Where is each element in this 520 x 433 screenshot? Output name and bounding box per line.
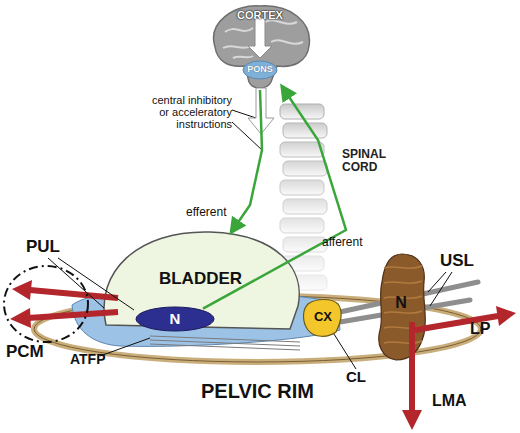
- node-text: BLADDER: [98, 270, 303, 289]
- lma-arrow-head: [402, 410, 422, 430]
- node-text: SPINAL CORD: [342, 148, 402, 174]
- atfp-line: [150, 336, 300, 342]
- pul-arrow-head: [12, 280, 32, 300]
- vertebra: [283, 237, 327, 252]
- part-label: PUL: [26, 238, 76, 257]
- lp-arrow-head: [496, 306, 516, 326]
- vertebra: [283, 161, 327, 176]
- rectum-fold: [384, 281, 422, 283]
- nerve-node: N: [135, 306, 215, 332]
- brain-gyrus: [223, 46, 251, 48]
- vertebra: [280, 218, 324, 233]
- dashed-circle: [4, 266, 88, 342]
- rectum-fold: [384, 341, 422, 343]
- pul-arrow-head: [10, 308, 31, 328]
- node-text: PONS: [205, 65, 315, 75]
- rectum-fold: [384, 326, 422, 328]
- leader-lines: [48, 110, 452, 369]
- atfp-line: [150, 344, 300, 350]
- edge-label: efferent: [186, 206, 226, 219]
- brain-gyrus: [271, 40, 303, 43]
- nerve-pathway: [231, 90, 262, 232]
- node-text: CORTEX: [205, 9, 315, 21]
- part-label: LP: [470, 320, 515, 338]
- leader-line: [232, 122, 262, 150]
- node-text: N: [135, 311, 215, 328]
- nerve-ellipse: [136, 307, 214, 331]
- vertebra: [283, 123, 327, 138]
- atfp-line: [150, 340, 300, 346]
- note-text: central inhibitory or acceleratory instr…: [148, 94, 232, 130]
- node-text: CX: [302, 310, 344, 324]
- leader-line: [48, 258, 104, 308]
- rectum-node: N: [372, 252, 430, 362]
- vertebra: [280, 142, 324, 157]
- leader-line: [428, 272, 446, 292]
- leader-line: [430, 272, 452, 306]
- vertebra: [283, 199, 327, 214]
- bladder-node: BLADDER N: [98, 228, 303, 333]
- part-label: USL: [440, 252, 500, 271]
- part-label: ATFP: [70, 352, 130, 367]
- brain-node: CORTEX PONS: [205, 2, 315, 90]
- brain-gyrus: [233, 56, 253, 58]
- atfp-hatch: [150, 336, 300, 350]
- vertebra: [280, 180, 324, 195]
- part-label: LMA: [432, 392, 492, 410]
- part-label: CL: [346, 369, 386, 386]
- node-text: PELVIC RIM: [30, 380, 485, 402]
- flow-arrow: [248, 88, 274, 134]
- node-text: N: [372, 294, 430, 312]
- rectum-fold: [384, 266, 422, 268]
- rectum-fold: [384, 311, 422, 313]
- flow-arrow: [248, 18, 272, 58]
- leader-line: [334, 334, 356, 369]
- brain-gyrus: [225, 28, 253, 32]
- vertebra: [280, 104, 324, 119]
- edge-label: afferent: [322, 236, 362, 249]
- cervix-node: CX: [302, 298, 344, 338]
- leader-line: [232, 110, 256, 118]
- part-label: PCM: [6, 343, 66, 362]
